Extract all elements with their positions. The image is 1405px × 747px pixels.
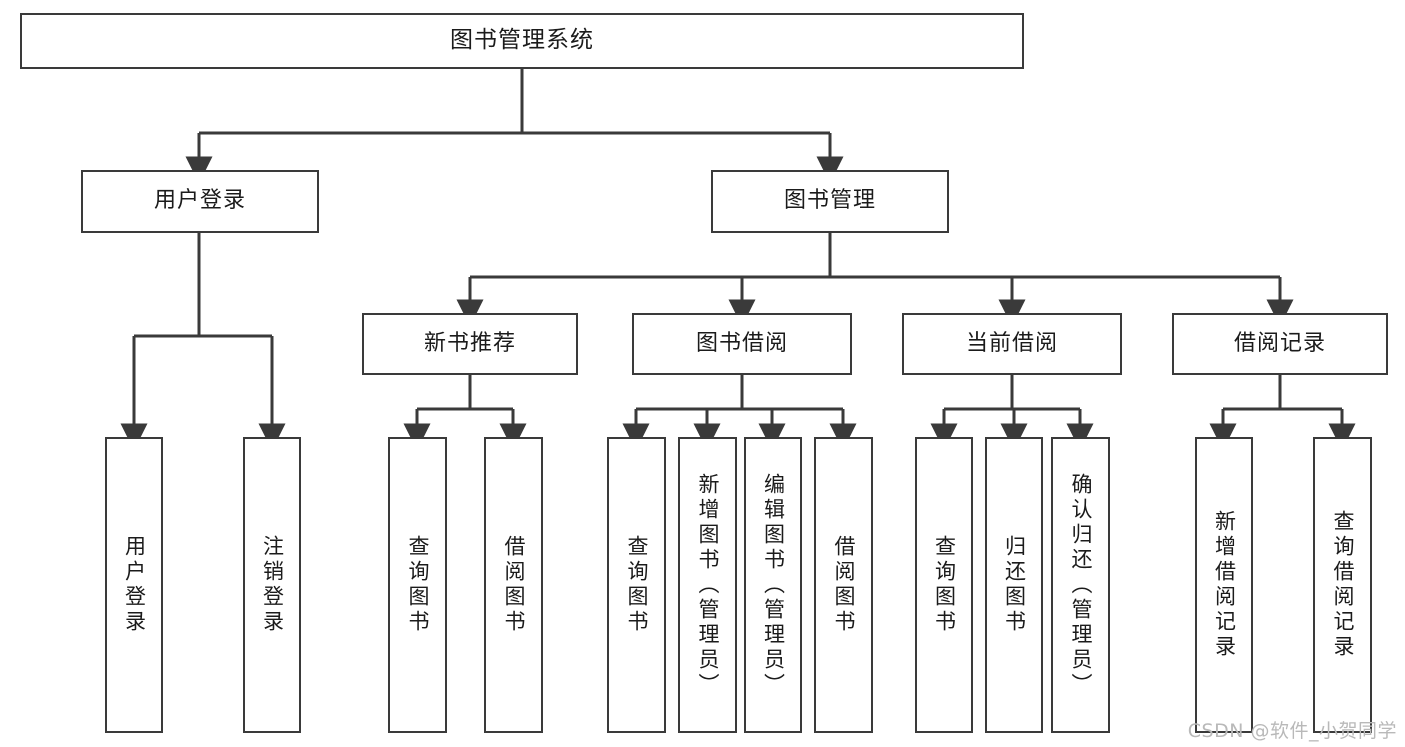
node-label: 查询借阅记录 (1331, 510, 1355, 660)
node-borrow-records[interactable]: 借阅记录 (1172, 313, 1388, 375)
leaf-add-book-admin[interactable]: 新增图书（管理员） (678, 437, 737, 733)
leaf-query-borrow-record[interactable]: 查询借阅记录 (1313, 437, 1372, 733)
leaf-query-books-borrow[interactable]: 查询图书 (607, 437, 666, 733)
leaf-confirm-return-admin[interactable]: 确认归还（管理员） (1051, 437, 1110, 733)
leaf-borrow-books-recommendation[interactable]: 借阅图书 (484, 437, 543, 733)
node-label: 借阅图书 (832, 535, 856, 635)
node-label: 图书管理系统 (450, 27, 594, 54)
node-label: 查询图书 (932, 535, 957, 635)
node-label: 确认归还（管理员） (1069, 472, 1093, 698)
leaf-query-books-current[interactable]: 查询图书 (915, 437, 973, 733)
node-label: 图书借阅 (695, 330, 788, 356)
node-label: 新增借阅记录 (1212, 510, 1237, 660)
node-label: 图书管理 (783, 188, 876, 214)
node-label: 借阅图书 (502, 535, 526, 635)
node-label: 新书推荐 (423, 330, 516, 356)
node-root-library-management-system[interactable]: 图书管理系统 (20, 13, 1024, 69)
node-label: 归还图书 (1002, 535, 1027, 635)
leaf-user-login[interactable]: 用户登录 (105, 437, 163, 733)
node-label: 用户登录 (122, 535, 147, 635)
leaf-logout[interactable]: 注销登录 (243, 437, 301, 733)
node-label: 新增图书（管理员） (696, 472, 720, 698)
node-label: 用户登录 (153, 188, 246, 214)
leaf-edit-book-admin[interactable]: 编辑图书（管理员） (744, 437, 802, 733)
node-label: 注销登录 (260, 535, 285, 635)
leaf-add-borrow-record[interactable]: 新增借阅记录 (1195, 437, 1253, 733)
node-new-book-recommendation[interactable]: 新书推荐 (362, 313, 578, 375)
node-label: 编辑图书（管理员） (761, 472, 786, 698)
node-user-login[interactable]: 用户登录 (81, 170, 319, 233)
leaf-borrow-books[interactable]: 借阅图书 (814, 437, 873, 733)
node-label: 查询图书 (625, 535, 649, 635)
leaf-return-books[interactable]: 归还图书 (985, 437, 1043, 733)
node-book-management[interactable]: 图书管理 (711, 170, 949, 233)
node-label: 借阅记录 (1233, 330, 1326, 356)
node-current-borrow[interactable]: 当前借阅 (902, 313, 1122, 375)
node-label: 当前借阅 (965, 330, 1058, 356)
node-label: 查询图书 (406, 535, 430, 635)
node-book-borrow[interactable]: 图书借阅 (632, 313, 852, 375)
leaf-query-books-recommendation[interactable]: 查询图书 (388, 437, 447, 733)
